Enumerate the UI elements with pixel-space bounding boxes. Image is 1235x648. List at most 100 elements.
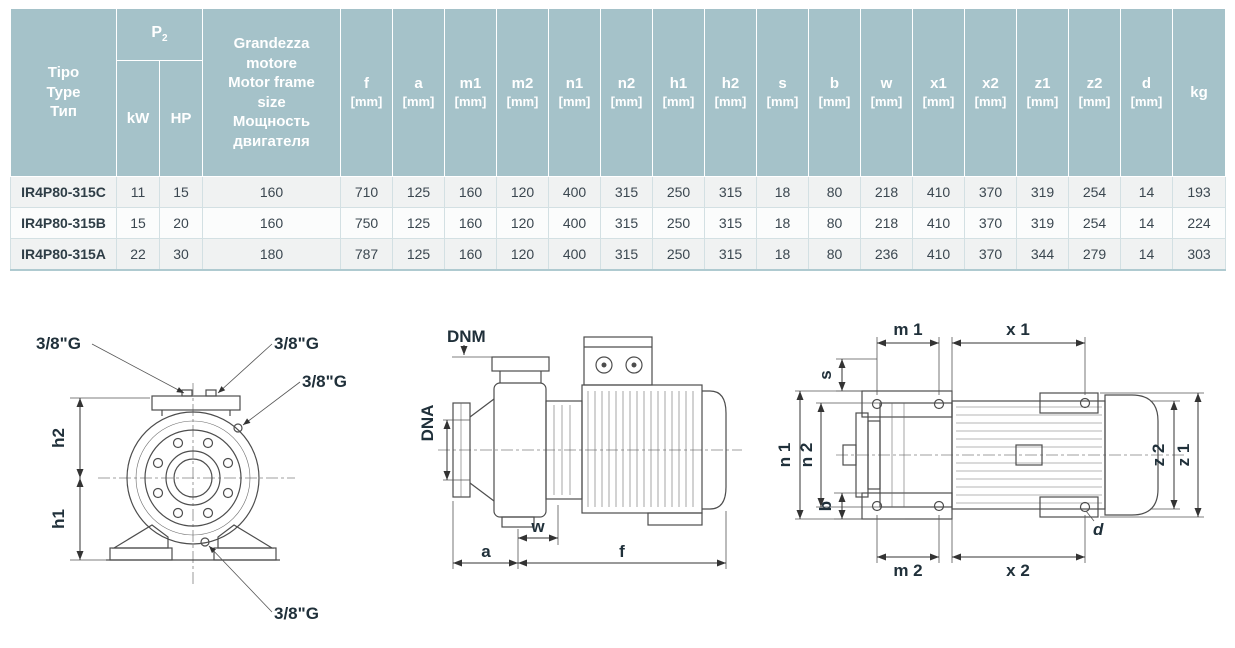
cell-n2: 315 <box>600 238 653 271</box>
col-header-w: w[mm] <box>860 8 913 177</box>
dim-label-z2: z 2 <box>1149 444 1168 467</box>
dim-label-m1: m 1 <box>893 320 922 339</box>
plug-label-right: 3/8"G <box>302 372 347 391</box>
col-header-m1: m1[mm] <box>444 8 497 177</box>
cell-x2: 370 <box>964 176 1017 208</box>
cell-type: IR4P80-315B <box>10 207 117 239</box>
cell-d: 14 <box>1120 176 1173 208</box>
col-header-h1: h1[mm] <box>652 8 705 177</box>
cell-n2: 315 <box>600 207 653 239</box>
dim-label-x2: x 2 <box>1006 561 1030 580</box>
cell-n2: 315 <box>600 176 653 208</box>
col-header-x2: x2[mm] <box>964 8 1017 177</box>
cell-z1: 319 <box>1016 176 1069 208</box>
col-header-kg: kg <box>1172 8 1226 177</box>
col-header-frame: Grandezza motore Motor frame size Мощнос… <box>202 8 341 177</box>
cell-n1: 400 <box>548 207 601 239</box>
col-header-n1: n1[mm] <box>548 8 601 177</box>
cell-f: 710 <box>340 176 393 208</box>
col-header-h2: h2[mm] <box>704 8 757 177</box>
side-view-drawing: DNM DNA w a f <box>418 327 742 569</box>
cell-x1: 410 <box>912 176 965 208</box>
header-row-sub: kW HP <box>11 60 1226 177</box>
dim-label-d: d <box>1093 520 1104 539</box>
plug-label-top-left: 3/8"G <box>36 334 81 353</box>
cell-s: 18 <box>756 238 809 271</box>
dim-label-n1: n 1 <box>775 443 794 468</box>
cell-w: 218 <box>860 207 913 239</box>
cell-m2: 120 <box>496 238 549 271</box>
col-header-b: b[mm] <box>808 8 861 177</box>
cell-hp: 30 <box>159 238 203 271</box>
cell-w: 218 <box>860 176 913 208</box>
cell-b: 80 <box>808 207 861 239</box>
cell-z1: 319 <box>1016 207 1069 239</box>
cell-x2: 370 <box>964 238 1017 271</box>
cell-a: 125 <box>392 207 445 239</box>
cell-h2: 315 <box>704 176 757 208</box>
col-header-z1: z1[mm] <box>1016 8 1069 177</box>
dim-label-a: a <box>481 542 491 561</box>
cell-h2: 315 <box>704 207 757 239</box>
front-view-drawing: h2 h1 3/8"G 3/8"G 3/8"G 3/8"G <box>36 334 347 623</box>
table-row: IR4P80-315C 11 15 160 710 125 160 120 40… <box>10 176 1226 208</box>
cell-w: 236 <box>860 238 913 271</box>
cell-f: 787 <box>340 238 393 271</box>
cell-d: 14 <box>1120 238 1173 271</box>
cell-x1: 410 <box>912 238 965 271</box>
col-header-m2: m2[mm] <box>496 8 549 177</box>
cell-h1: 250 <box>652 238 705 271</box>
dim-label-z1: z 1 <box>1174 444 1193 467</box>
cell-z1: 344 <box>1016 238 1069 271</box>
dim-label-n2: n 2 <box>797 443 816 468</box>
col-header-f: f[mm] <box>340 8 393 177</box>
cell-a: 125 <box>392 238 445 271</box>
table-row: IR4P80-315B 15 20 160 750 125 160 120 40… <box>10 207 1226 239</box>
plug-label-top-right: 3/8"G <box>274 334 319 353</box>
col-header-n2: n2[mm] <box>600 8 653 177</box>
col-header-type: Tipo Type Тип <box>10 8 117 177</box>
col-header-a: a[mm] <box>392 8 445 177</box>
cell-kw: 22 <box>116 238 160 271</box>
dim-label-b: b <box>816 501 835 511</box>
dna-label: DNA <box>418 405 437 442</box>
cell-m2: 120 <box>496 176 549 208</box>
cell-type: IR4P80-315C <box>10 176 117 208</box>
col-header-hp: HP <box>159 60 203 177</box>
cell-f: 750 <box>340 207 393 239</box>
cell-n1: 400 <box>548 238 601 271</box>
dim-label-w: w <box>530 517 545 536</box>
cell-d: 14 <box>1120 207 1173 239</box>
cell-h2: 315 <box>704 238 757 271</box>
cell-n1: 400 <box>548 176 601 208</box>
cell-s: 18 <box>756 176 809 208</box>
cell-b: 80 <box>808 238 861 271</box>
cell-kw: 15 <box>116 207 160 239</box>
dim-label-h2: h2 <box>49 428 68 448</box>
dim-label-m2: m 2 <box>893 561 922 580</box>
dim-label-f: f <box>619 542 625 561</box>
dim-label-x1: x 1 <box>1006 320 1030 339</box>
col-header-d: d[mm] <box>1120 8 1173 177</box>
cell-hp: 20 <box>159 207 203 239</box>
cell-b: 80 <box>808 176 861 208</box>
header-row-top: Tipo Type Тип P2 Grandezza motore Motor … <box>10 8 1226 177</box>
dim-label-s: s <box>816 370 835 379</box>
plug-label-bottom: 3/8"G <box>274 604 319 623</box>
cell-hp: 15 <box>159 176 203 208</box>
cell-m1: 160 <box>444 176 497 208</box>
col-header-z2: z2[mm] <box>1068 8 1121 177</box>
table-row: IR4P80-315A 22 30 180 787 125 160 120 40… <box>10 238 1226 271</box>
cell-frame: 160 <box>202 176 341 208</box>
cell-frame: 180 <box>202 238 341 271</box>
pump-spec-table: Tipo Type Тип P2 Grandezza motore Motor … <box>10 8 1226 271</box>
cell-m1: 160 <box>444 238 497 271</box>
technical-drawings: h2 h1 3/8"G 3/8"G 3/8"G 3/8"G <box>36 320 1204 623</box>
cell-a: 125 <box>392 176 445 208</box>
col-header-x1: x1[mm] <box>912 8 965 177</box>
table-header: Tipo Type Тип P2 Grandezza motore Motor … <box>10 8 1226 177</box>
cell-m2: 120 <box>496 207 549 239</box>
cell-x2: 370 <box>964 207 1017 239</box>
col-header-kw: kW <box>116 60 160 177</box>
